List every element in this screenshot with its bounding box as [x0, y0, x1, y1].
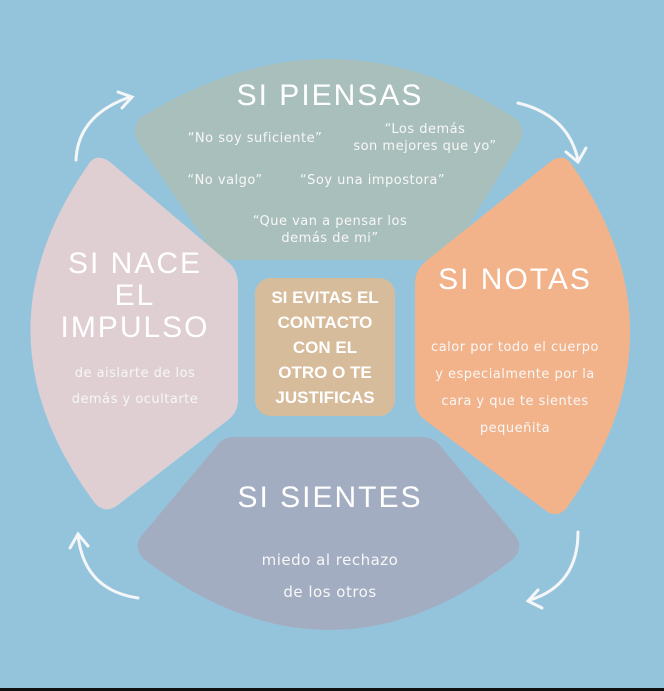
text-line: cara y que te sientes [441, 394, 589, 409]
center-line: OTRO O TE [278, 363, 372, 382]
bottom-segment [137, 437, 520, 630]
quote-los-demas: “Los demás son mejores que yo” [340, 121, 510, 155]
title-line: IMPULSO [60, 311, 210, 344]
title-line: EL [114, 279, 156, 312]
text-line: y especialmente por la [435, 367, 595, 382]
quote-line: “Que van a pensar los [252, 214, 408, 229]
left-segment [30, 157, 238, 510]
arrow-icon-top-right [516, 101, 588, 165]
bottom-title: SI SIENTES [237, 481, 423, 514]
center-line: JUSTIFICAS [275, 388, 375, 407]
text-line: de aislarte de los [74, 366, 196, 381]
quote-line: “Los demás [384, 122, 466, 137]
left-text: de aislarte de los demás y ocultarte [40, 361, 230, 413]
center-text: SI EVITAS EL CONTACTO CON EL OTRO O TE J… [255, 285, 395, 410]
text-line: pequeñita [479, 421, 551, 436]
center-line: CONTACTO [277, 313, 373, 332]
bottom-border [0, 688, 664, 691]
center-line: SI EVITAS EL [271, 288, 379, 307]
title-line: SI NACE [67, 247, 203, 280]
top-title: SI PIENSAS [236, 79, 424, 112]
quote-line: demás de mi” [281, 231, 379, 246]
arrow-icon-bottom-right [525, 530, 580, 610]
left-title: SI NACE EL IMPULSO [40, 248, 230, 344]
right-text: calor por todo el cuerpo y especialmente… [415, 334, 615, 442]
arrow-icon-bottom-left [68, 531, 140, 600]
text-line: calor por todo el cuerpo [431, 340, 599, 355]
center-box [255, 278, 395, 416]
quote-que-van-a-pensar: “Que van a pensar los demás de mi” [220, 213, 440, 247]
quote-impostora: “Soy una impostora” [299, 173, 446, 188]
quote-no-soy-suficiente: “No soy suficiente” [187, 131, 323, 146]
text-line: demás y ocultarte [71, 392, 199, 407]
right-segment [415, 157, 631, 515]
top-segment [135, 59, 523, 260]
text-line: de los otros [283, 583, 377, 601]
arrow-icon-top-left [74, 90, 135, 162]
quote-no-valgo: “No valgo” [187, 173, 263, 188]
quote-line: son mejores que yo” [353, 139, 497, 154]
bottom-text: miedo al rechazo de los otros [220, 544, 440, 608]
center-line: CON EL [292, 338, 358, 357]
text-line: miedo al rechazo [261, 551, 399, 569]
right-title: SI NOTAS [438, 263, 592, 296]
